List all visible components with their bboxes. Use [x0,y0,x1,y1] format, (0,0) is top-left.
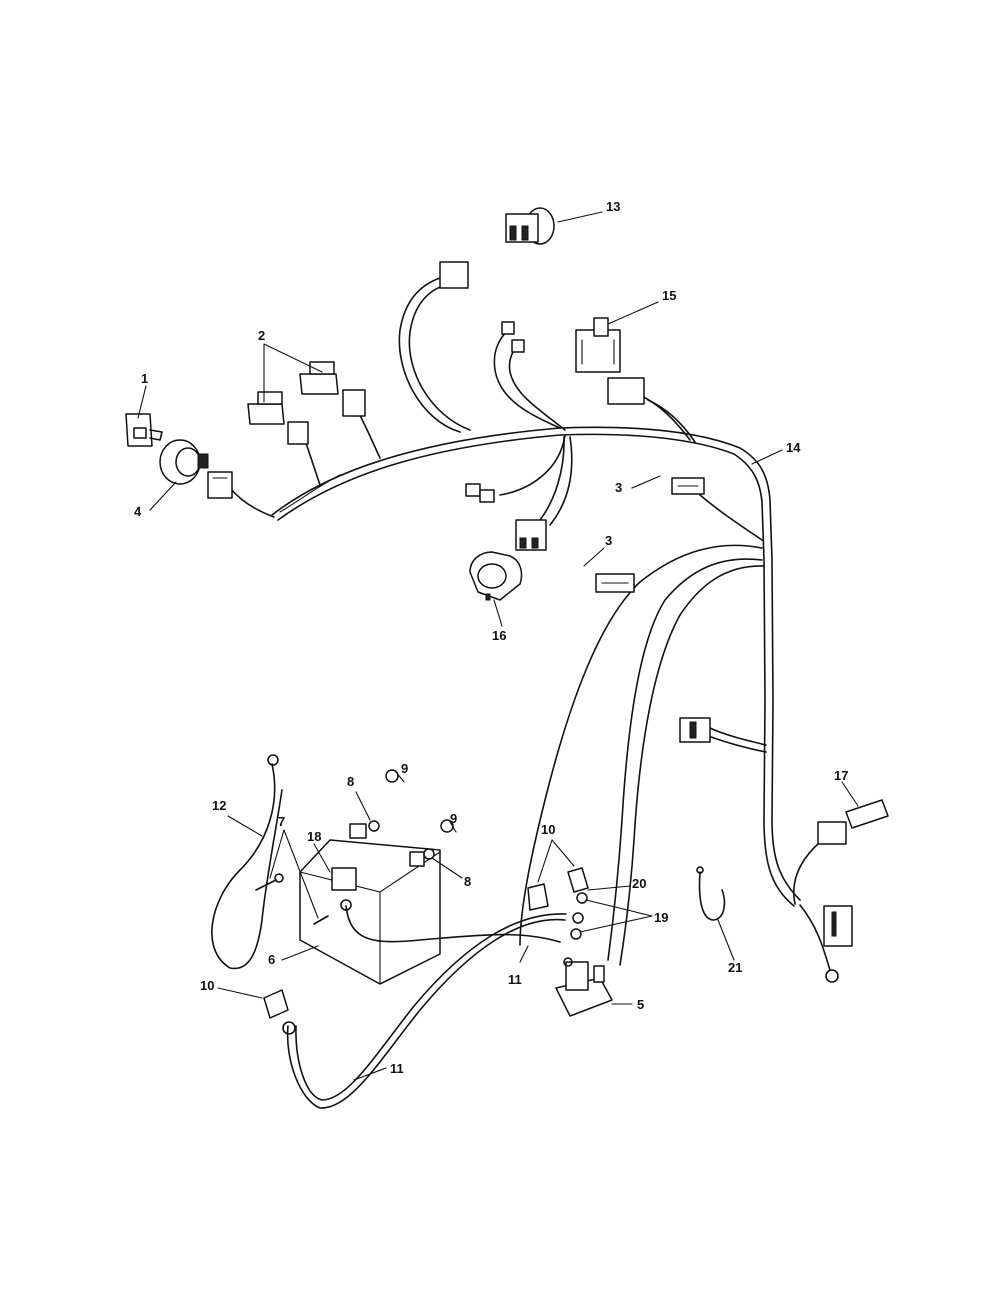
terminal-boot-item-10 [263,867,589,1019]
callout-3-upper: 3 [615,480,622,495]
callout-1: 1 [141,371,148,386]
callout-2: 2 [258,328,265,343]
callout-8-lower: 8 [464,874,471,889]
branch-to-top-connector [398,261,471,433]
branch-to-item-4 [207,471,275,518]
callout-8-upper: 8 [347,774,354,789]
callout-9-upper: 9 [401,761,408,776]
branch-to-item-17 [793,821,853,983]
callout-labels: 1 2 3 3 4 5 6 7 8 8 9 9 10 10 11 11 12 1… [134,199,848,1076]
callout-19: 19 [654,910,668,925]
callout-7: 7 [278,814,285,829]
callout-4: 4 [134,504,142,519]
callout-21: 21 [728,960,742,975]
callout-6: 6 [268,952,275,967]
branch-to-spade-terminals [493,321,566,431]
callout-5: 5 [637,997,644,1012]
washer-items-19-20 [570,892,588,940]
callout-10-right: 10 [541,822,555,837]
callout-11-upper: 11 [508,972,522,987]
callout-17: 17 [834,768,848,783]
cable-item-11 [282,899,567,1109]
main-wire-harness [271,426,801,907]
relay-item-2 [247,361,339,425]
callout-3-lower: 3 [605,533,612,548]
callout-11-lower: 11 [390,1061,404,1076]
battery-item-18 [299,823,441,985]
branch-to-item-3-lower [519,544,765,966]
branch-to-item-2 [287,389,381,486]
sensor-item-16 [469,551,523,601]
branch-to-lower-connector [465,434,573,551]
solenoid-item-5 [555,957,613,1017]
cable-item-12 [211,754,283,970]
callout-20: 20 [632,876,646,891]
branch-to-item-3-upper [671,477,763,541]
callout-9-lower: 9 [450,811,457,826]
callout-16: 16 [492,628,506,643]
callout-12: 12 [212,798,226,813]
callout-13: 13 [606,199,620,214]
callout-10-left: 10 [200,978,214,993]
callout-18: 18 [307,829,321,844]
callout-14: 14 [786,440,801,455]
branch-to-mid-right-connector [679,717,767,753]
key-item-1 [125,413,163,447]
ignition-switch-item-4 [159,439,209,485]
callout-15: 15 [662,288,676,303]
interlock-switch-item-15 [575,317,621,373]
switch-item-13 [505,207,555,245]
plug-item-17 [845,799,889,829]
bolt-item-7 [255,873,329,925]
wire-item-21 [696,866,726,921]
branch-to-item-15 [607,377,696,443]
leader-lines [137,211,859,1081]
